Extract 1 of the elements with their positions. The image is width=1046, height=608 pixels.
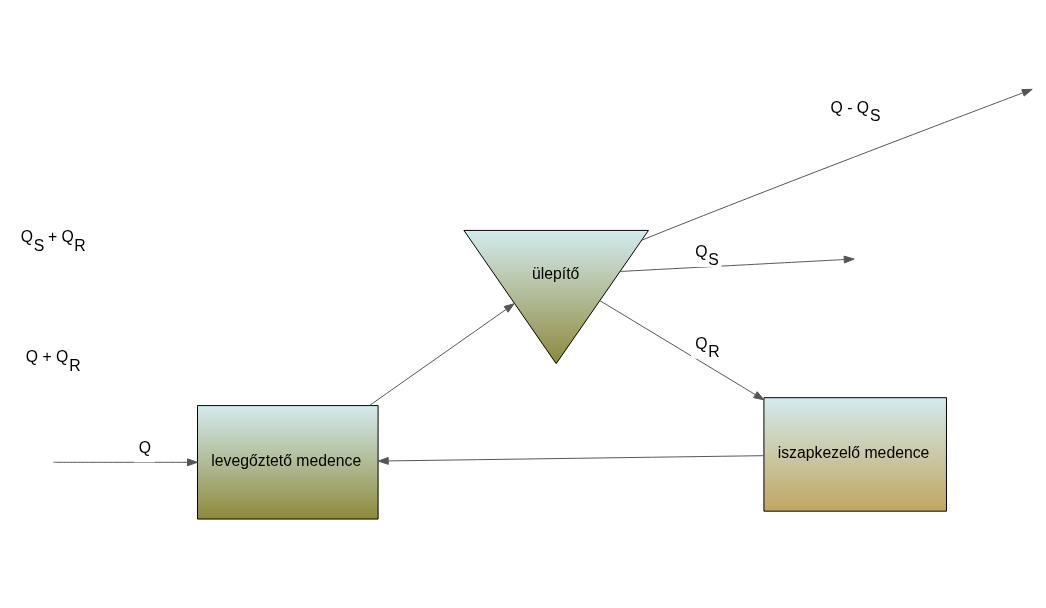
edge-label: Q <box>138 439 152 457</box>
